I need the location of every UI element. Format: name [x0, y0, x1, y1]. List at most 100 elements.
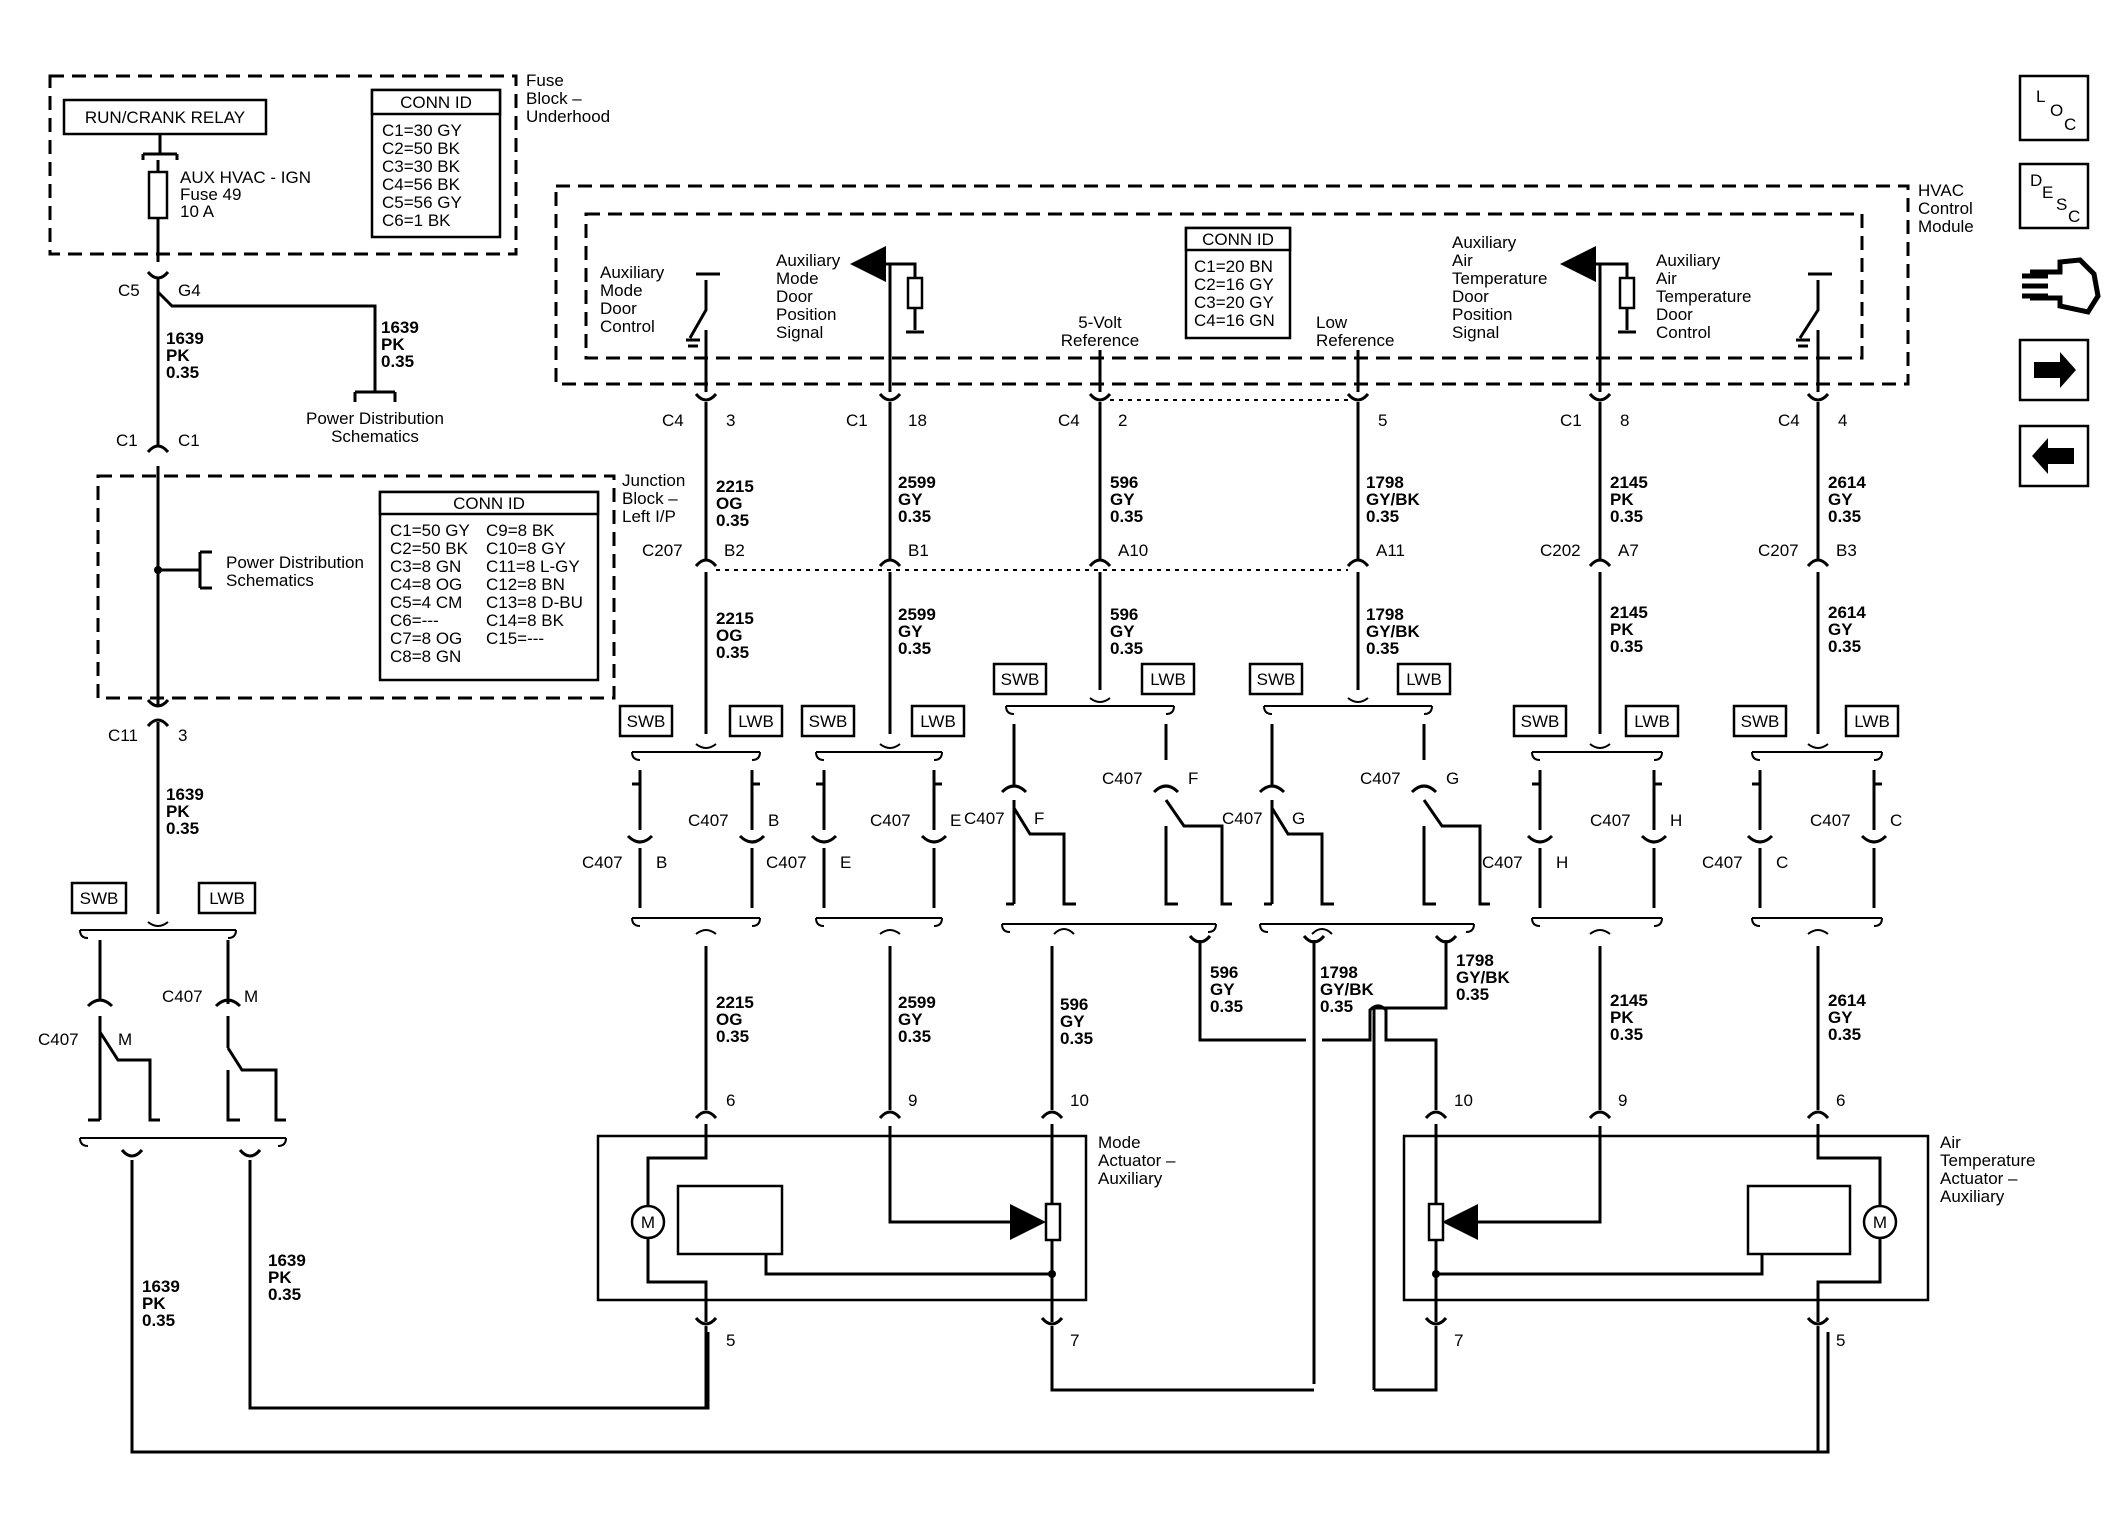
w1798-d-2: GY/BK — [1456, 968, 1511, 987]
top-pin-4: 4 — [1838, 411, 1847, 430]
w1798-d-3: 0.35 — [1456, 985, 1489, 1004]
swb-tag-b: SWB — [627, 712, 666, 731]
jb-conn-l2: C2=50 BK — [390, 539, 469, 558]
pin-a11: A11 — [1376, 541, 1405, 560]
nav-desc-button[interactable]: D E S C — [2018, 162, 2090, 230]
fuse-block-title-3: Underhood — [526, 107, 610, 126]
top-c1-a: C1 — [846, 411, 868, 430]
aatdps-5: Position — [1452, 305, 1512, 324]
w2614-a-1: 2614 — [1828, 473, 1866, 492]
w596-b-2: GY — [1110, 622, 1135, 641]
hvac-conn-3: C3=20 GY — [1194, 293, 1274, 312]
mode-pin-5: 5 — [726, 1331, 735, 1350]
next-arrow-button[interactable] — [2018, 338, 2090, 402]
w2599-a-1: 2599 — [898, 473, 936, 492]
loc-o: O — [2050, 101, 2063, 120]
pin-e-lwb: E — [950, 811, 961, 830]
hvac-title-3: Module — [1918, 217, 1974, 236]
c407-g-lwb: C407 — [1360, 769, 1401, 788]
w1798-a-3: 0.35 — [1366, 507, 1399, 526]
desc-e: E — [2042, 183, 2053, 202]
w2215-a-3: 0.35 — [716, 511, 749, 530]
lwb-tag-left: LWB — [209, 889, 245, 908]
pin-b2: B2 — [724, 541, 745, 560]
w1798-c-1: 1798 — [1320, 963, 1358, 982]
jb-conn-l5: C5=4 CM — [390, 593, 462, 612]
amdps-3: Door — [776, 287, 813, 306]
connector-face-icon[interactable] — [2022, 257, 2101, 315]
fuse-conn-3: C3=30 BK — [382, 157, 461, 176]
c407-e-lwb: C407 — [870, 811, 911, 830]
amdc-4: Control — [600, 317, 655, 336]
pin-b-swb: B — [656, 853, 667, 872]
wire-labels-mid: 2215 OG 0.35 2599 GY 0.35 596 GY 0.35 17… — [716, 603, 1866, 662]
c407-f-lwb: C407 — [1102, 769, 1143, 788]
lwb-tag-h-box — [1624, 704, 1680, 738]
aatdps-2: Air — [1452, 251, 1473, 270]
w596-b-3: 0.35 — [1110, 639, 1143, 658]
air-motor-label: M — [1873, 1213, 1887, 1232]
lwb-tag-c-box — [1844, 704, 1900, 738]
lwb-tag-g-box — [1396, 662, 1452, 696]
w596-d-2: GY — [1210, 980, 1235, 999]
w2145-a-1: 2145 — [1610, 473, 1648, 492]
air-pin-10: 10 — [1454, 1091, 1473, 1110]
ref5v-1: 5-Volt — [1078, 313, 1122, 332]
top-pin-5: 5 — [1378, 411, 1387, 430]
aatdps-4: Door — [1452, 287, 1489, 306]
w1639-d-2: PK — [142, 1294, 166, 1313]
pds-top-1: Power Distribution — [306, 409, 444, 428]
amdps-1: Auxiliary — [776, 251, 841, 270]
jb-conn-r1: C9=8 BK — [486, 521, 555, 540]
jb-title-2: Block – — [622, 489, 678, 508]
lwb-tag-b-box — [728, 704, 784, 738]
air-act-title-3: Actuator – — [1940, 1169, 2018, 1188]
amdc-3: Door — [600, 299, 637, 318]
desc-c: C — [2068, 207, 2080, 226]
jb-title-3: Left I/P — [622, 507, 676, 526]
c5-label: C5 — [118, 281, 140, 300]
w1639-a-2: PK — [166, 346, 190, 365]
desc-s: S — [2056, 195, 2067, 214]
junction-connector-row: C207 B2 B1 A10 A11 C202 A7 C207 B3 — [642, 541, 1857, 571]
aatdps-3: Temperature — [1452, 269, 1547, 288]
top-pin-3: 3 — [726, 411, 735, 430]
w1639-d-3: 0.35 — [142, 1311, 175, 1330]
w2599-a-3: 0.35 — [898, 507, 931, 526]
w2215-a-2: OG — [716, 494, 742, 513]
desc-d: D — [2030, 171, 2042, 190]
jb-conn-l3: C3=8 GN — [390, 557, 461, 576]
jb-conn-l8: C8=8 GN — [390, 647, 461, 666]
prev-arrow-button[interactable] — [2018, 424, 2090, 488]
c407-c-swb: C407 — [1702, 853, 1743, 872]
nav-loc-button[interactable]: L O C — [2018, 74, 2090, 142]
lwb-tag-e-box — [910, 704, 966, 738]
w2145-a-3: 0.35 — [1610, 507, 1643, 526]
w2614-b-2: GY — [1828, 620, 1853, 639]
pin-h-swb: H — [1556, 853, 1568, 872]
lwb-tag-b: LWB — [738, 712, 774, 731]
jb-conn-r2: C10=8 GY — [486, 539, 566, 558]
w1639-b-2: PK — [381, 335, 405, 354]
c407-h-lwb: C407 — [1590, 811, 1631, 830]
mode-pin-7: 7 — [1070, 1331, 1079, 1350]
hvac-conn-id-title: CONN ID — [1202, 230, 1274, 249]
air-act-title-1: Air — [1940, 1133, 1961, 1152]
aatdc-2: Air — [1656, 269, 1677, 288]
g4-label: G4 — [178, 281, 201, 300]
jb-conn-id-title: CONN ID — [453, 494, 525, 513]
w1798-c-2: GY/BK — [1320, 980, 1375, 999]
jb-conn-r5: C13=8 D-BU — [486, 593, 583, 612]
lowref-1: Low — [1316, 313, 1348, 332]
aatdps-1: Auxiliary — [1452, 233, 1517, 252]
air-pin-6: 6 — [1836, 1091, 1845, 1110]
mode-motor-label: M — [641, 1213, 655, 1232]
swb-tag-c-box — [1732, 704, 1788, 738]
fuse-conn-2: C2=50 BK — [382, 139, 461, 158]
ref5v-2: Reference — [1061, 331, 1139, 350]
swb-tag-h: SWB — [1521, 712, 1560, 731]
air-pin-9: 9 — [1618, 1091, 1627, 1110]
air-pin-7: 7 — [1454, 1331, 1463, 1350]
mode-actuator: Mode Actuator – Auxiliary M — [596, 1124, 1176, 1322]
w2599-b-1: 2599 — [898, 605, 936, 624]
